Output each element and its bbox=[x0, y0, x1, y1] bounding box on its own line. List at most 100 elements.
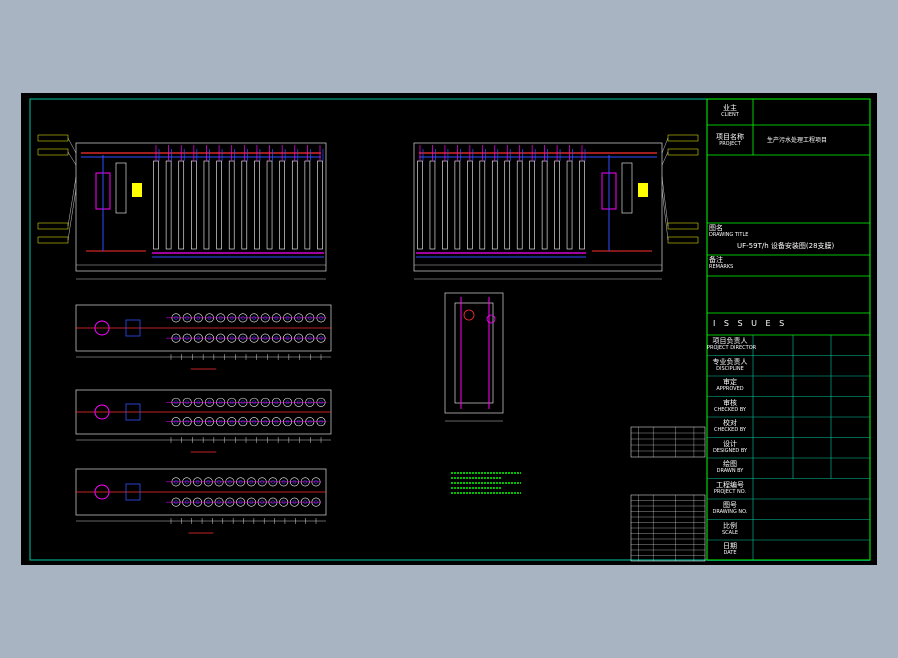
titleblock-row-cn: 设计 bbox=[723, 439, 737, 448]
remark-label-en: REMARKS bbox=[709, 264, 734, 270]
issues-header: I S S U E S bbox=[713, 319, 788, 328]
drawing-label-en: DRAWING TITLE bbox=[709, 232, 749, 238]
callout-box bbox=[667, 148, 699, 156]
plan-view-2 bbox=[75, 389, 332, 453]
callout-box bbox=[667, 222, 699, 230]
membrane-column-icon bbox=[554, 160, 560, 250]
callout-leader bbox=[67, 188, 77, 241]
callout-box bbox=[667, 134, 699, 142]
titleblock-row-en: PROJECT NO. bbox=[713, 488, 747, 495]
membrane-column-icon bbox=[541, 160, 548, 250]
frame-outline bbox=[413, 142, 663, 272]
pump-icon bbox=[94, 484, 110, 500]
callout-box bbox=[37, 148, 69, 156]
membrane-column-icon bbox=[291, 160, 298, 250]
titleblock-row-cn: 图号 bbox=[723, 501, 737, 509]
membrane-column-icon bbox=[203, 160, 210, 250]
membrane-column-icon bbox=[566, 160, 573, 250]
titleblock-row-cn: 工程编号 bbox=[716, 480, 744, 489]
callout-leader bbox=[67, 151, 77, 166]
callout-box bbox=[37, 134, 69, 142]
filter-housing bbox=[621, 162, 633, 214]
valve-icon bbox=[638, 183, 648, 197]
membrane-column-icon bbox=[191, 160, 197, 250]
cad-viewport[interactable]: 业主 CLIENT 项目名称 PROJECT 生产污水处理工程项目 图名 DRA… bbox=[21, 93, 877, 565]
remark-label-cn: 备注 bbox=[709, 256, 723, 264]
titleblock-row-en: DISCIPLINE bbox=[716, 365, 744, 372]
pump-icon bbox=[94, 404, 110, 420]
membrane-column-icon bbox=[317, 160, 323, 250]
titleblock-row-en: SCALE bbox=[721, 529, 739, 536]
membrane-column-icon bbox=[254, 160, 260, 250]
plan-view-3 bbox=[75, 468, 327, 534]
side-frame bbox=[444, 292, 504, 414]
membrane-column-icon bbox=[228, 160, 235, 250]
titleblock-row-cn: 日期 bbox=[723, 542, 737, 550]
callout-leader bbox=[661, 188, 669, 241]
valve-icon bbox=[125, 483, 141, 501]
titleblock-row-cn: 校对 bbox=[723, 419, 737, 427]
membrane-column-icon bbox=[241, 160, 248, 250]
elevation-view-left bbox=[37, 134, 327, 280]
titleblock-frame bbox=[706, 98, 871, 561]
side-column bbox=[454, 302, 494, 404]
notes-block bbox=[451, 472, 521, 494]
membrane-column-icon bbox=[304, 160, 311, 250]
callout-leader bbox=[67, 137, 77, 154]
cad-drawing bbox=[29, 98, 871, 562]
titleblock-row-cn: 绘图 bbox=[723, 460, 737, 468]
membrane-column-icon bbox=[178, 160, 185, 250]
elevation-view-right bbox=[413, 134, 699, 280]
titleblock-row-en: CHECKED BY bbox=[714, 427, 746, 433]
filter-housing bbox=[115, 162, 127, 214]
callout-box bbox=[667, 236, 699, 244]
parts-table-2 bbox=[630, 494, 706, 562]
membrane-column-icon bbox=[579, 160, 585, 250]
side-view bbox=[444, 292, 504, 422]
drawing-value: UF-59T/h 设备安装图(28支膜) bbox=[737, 242, 835, 250]
callout-leader bbox=[661, 176, 669, 227]
pump-icon bbox=[94, 320, 110, 336]
titleblock-lines bbox=[707, 99, 870, 336]
project-label-cn: 项目名称 bbox=[716, 133, 744, 141]
membrane-column-icon bbox=[429, 160, 436, 250]
client-label-cn: 业主 bbox=[723, 104, 737, 112]
flange-icon bbox=[486, 314, 496, 324]
titleblock-row-en: PROJECT DIRECTOR bbox=[707, 345, 757, 351]
membrane-column-icon bbox=[165, 160, 172, 250]
titleblock-row-cn: 比例 bbox=[723, 521, 737, 530]
titleblock-row-en: DATE bbox=[723, 550, 737, 556]
callout-leader bbox=[67, 176, 77, 227]
membrane-column-icon bbox=[417, 160, 423, 250]
frame-outline bbox=[75, 142, 327, 272]
client-label-en: CLIENT bbox=[721, 112, 739, 118]
titleblock-row-en: DRAWN BY bbox=[716, 468, 744, 474]
membrane-column-icon bbox=[491, 160, 498, 250]
valve-icon bbox=[125, 403, 141, 421]
project-value: 生产污水处理工程项目 bbox=[767, 137, 828, 144]
membrane-column-icon bbox=[216, 160, 222, 250]
valve-icon bbox=[125, 319, 141, 337]
callout-leader bbox=[661, 151, 669, 166]
project-label-en: PROJECT bbox=[719, 141, 741, 147]
titleblock-row-en: DRAWING NO. bbox=[712, 509, 748, 515]
callout-leader bbox=[661, 137, 669, 154]
titleblock-row-cn: 专业负责人 bbox=[712, 357, 748, 366]
drawing-label-cn: 图名 bbox=[709, 224, 723, 232]
issues-grid bbox=[707, 335, 870, 561]
titleblock-row-en: APPROVED bbox=[716, 386, 744, 392]
membrane-column-icon bbox=[279, 160, 285, 250]
valve-icon bbox=[132, 183, 142, 197]
titleblock-row-en: DESIGNED BY bbox=[712, 447, 748, 454]
membrane-column-icon bbox=[454, 160, 461, 250]
membrane-column-icon bbox=[504, 160, 511, 250]
plan-view-1 bbox=[75, 304, 332, 370]
